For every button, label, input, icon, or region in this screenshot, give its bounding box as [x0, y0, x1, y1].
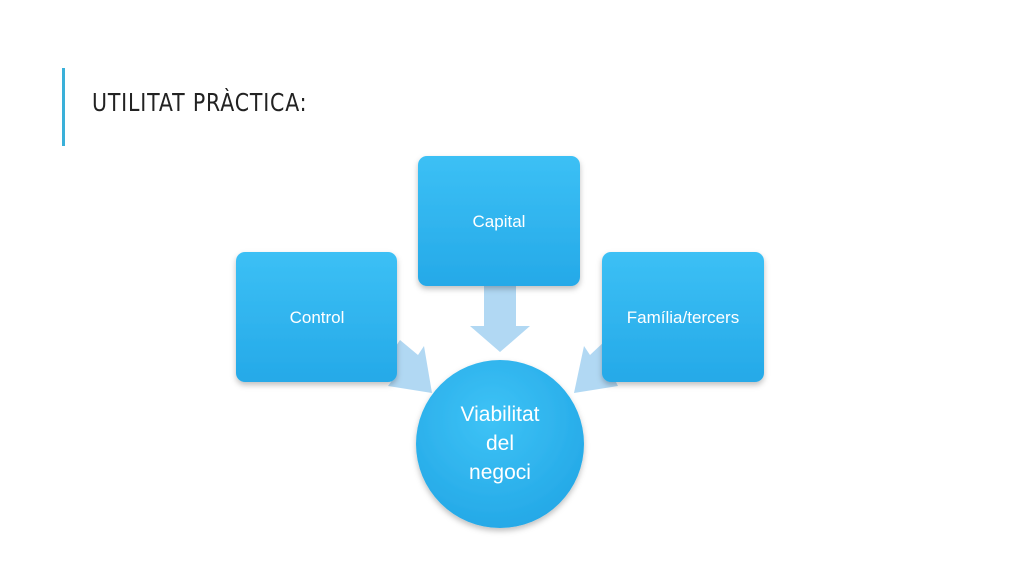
node-familia: Família/tercers: [602, 252, 764, 382]
center-label-line-1: Viabilitat: [461, 403, 540, 426]
slide-title: UTILITAT PRÀCTICA:: [92, 88, 308, 117]
node-control: Control: [236, 252, 397, 382]
arrow-capital-to-center: [470, 286, 530, 352]
node-capital: Capital: [418, 156, 580, 286]
center-node: Viabilitat del negoci: [416, 360, 584, 528]
node-capital-label: Capital: [473, 212, 526, 231]
center-label-line-3: negoci: [469, 461, 531, 484]
center-label-line-2: del: [486, 432, 514, 455]
node-control-label: Control: [290, 308, 345, 327]
title-accent-bar: [62, 68, 65, 146]
node-familia-label: Família/tercers: [627, 308, 739, 327]
